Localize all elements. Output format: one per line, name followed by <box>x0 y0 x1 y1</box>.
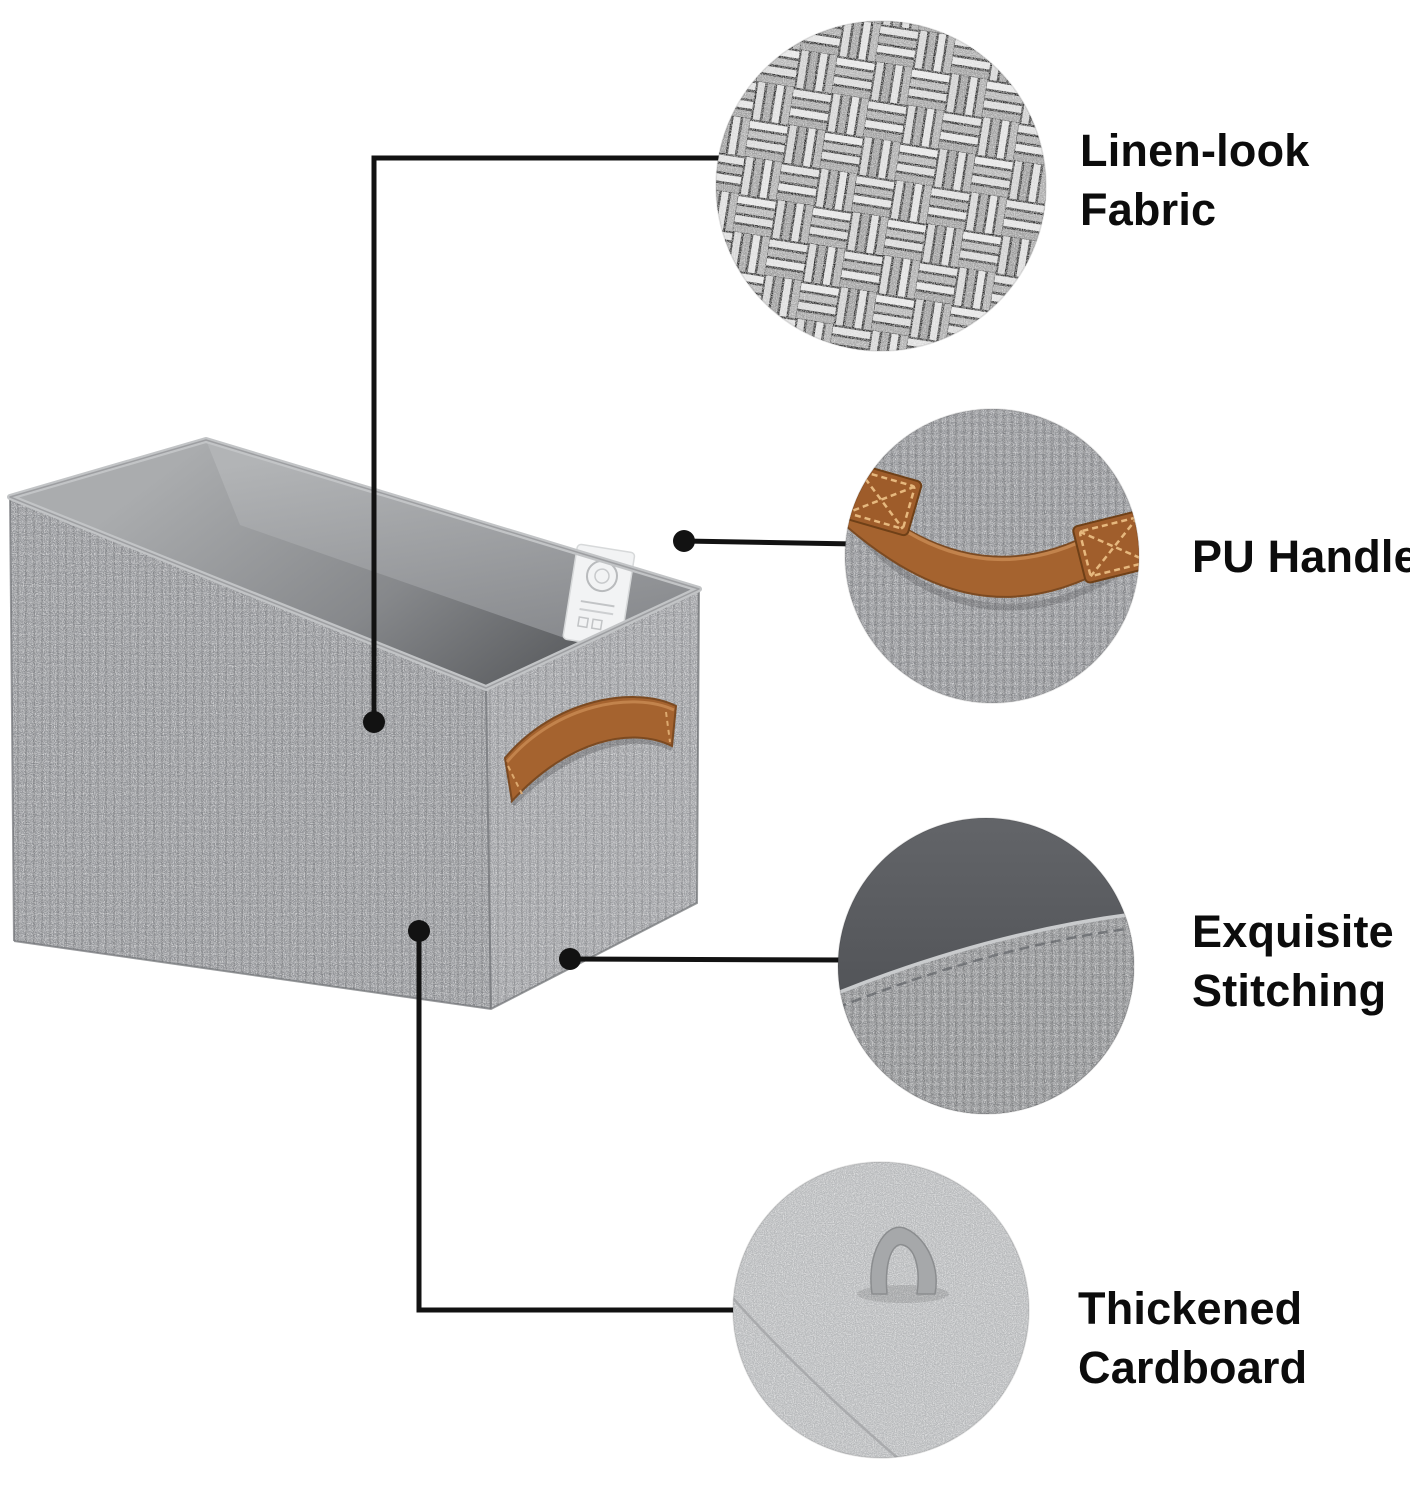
feature-label-cardboard: Thickened Cardboard <box>1078 1283 1308 1393</box>
leader-dot-pu-handles <box>673 530 695 552</box>
stitching-closeup <box>837 817 1135 1115</box>
box-end-face-weave <box>486 589 699 1009</box>
pu-handle <box>503 696 678 807</box>
leader-line-stitching <box>569 956 849 963</box>
box-rim-edge <box>9 439 700 689</box>
feature-label-linen-fabric: Linen-look Fabric <box>1080 125 1310 235</box>
leader-lines <box>371 155 857 1313</box>
stitched-edge <box>838 910 1134 1002</box>
leader-dot-stitching <box>559 948 581 970</box>
leader-line-linen-fabric <box>371 155 728 722</box>
pu-handle-closeup <box>844 408 1140 704</box>
care-label-tag <box>562 543 636 648</box>
strap-right-stitched-end <box>1072 509 1139 584</box>
leader-line-cardboard <box>416 931 743 1313</box>
linen-fabric-closeup <box>715 20 1047 352</box>
cardboard-fold-line <box>733 1295 901 1458</box>
fabric-pull-loop <box>870 1226 937 1295</box>
box-front-face-weave <box>10 497 491 1009</box>
feature-label-stitching: Exquisite Stitching <box>1192 906 1394 1016</box>
leader-dot-linen-fabric <box>363 711 385 733</box>
stitch-seam-line <box>838 924 1134 1016</box>
leader-dot-cardboard <box>408 920 430 942</box>
cardboard-closeup <box>732 1161 1030 1459</box>
leader-dots <box>363 530 695 970</box>
storage-box <box>7 437 702 1011</box>
leader-line-pu-handles <box>683 538 857 547</box>
feature-label-pu-handles: PU Handles <box>1192 531 1410 582</box>
box-edges <box>9 496 700 1011</box>
